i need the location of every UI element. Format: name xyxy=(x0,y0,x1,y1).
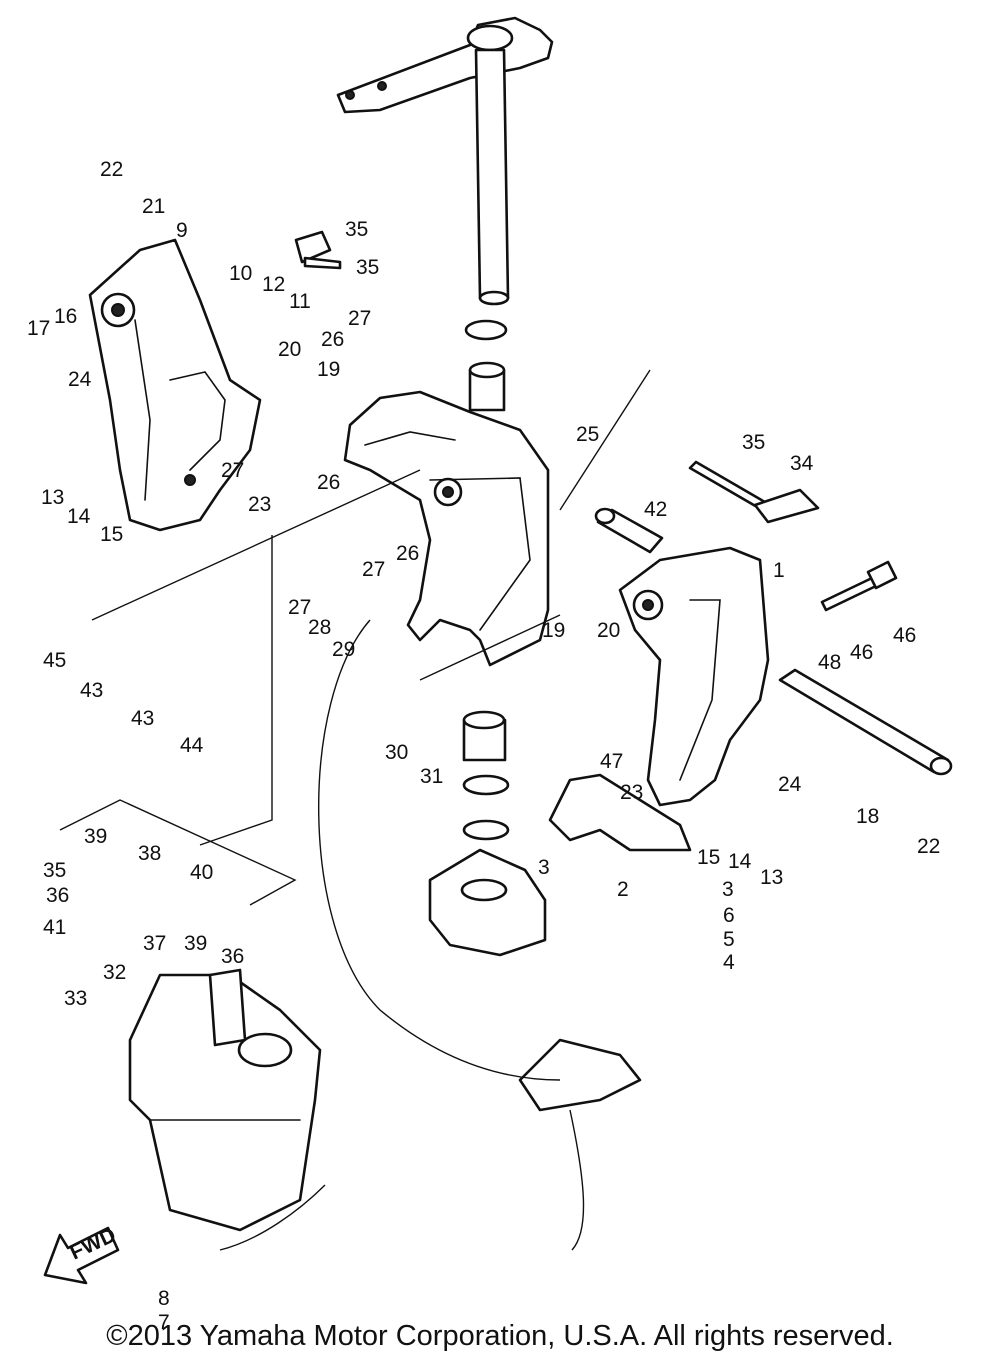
callout-label: 29 xyxy=(332,638,355,661)
callout-label: 21 xyxy=(142,195,165,218)
callout-label: 8 xyxy=(158,1287,170,1310)
power-trim-tilt-unit xyxy=(128,968,322,1232)
callout-label: 10 xyxy=(229,262,252,285)
callout-label: 13 xyxy=(760,866,783,889)
callout-label: 16 xyxy=(54,305,77,328)
callout-label: 15 xyxy=(697,846,720,869)
callout-label: 26 xyxy=(317,471,340,494)
callout-label: 48 xyxy=(818,651,841,674)
callout-label: 36 xyxy=(46,884,69,907)
callout-label: 30 xyxy=(385,741,408,764)
callout-label: 35 xyxy=(356,256,379,279)
callout-label: 1 xyxy=(773,559,785,582)
callout-label: 15 xyxy=(100,523,123,546)
callout-label: 43 xyxy=(80,679,103,702)
callout-label: 35 xyxy=(43,859,66,882)
fwd-arrow: FWD xyxy=(43,1223,119,1285)
callout-label: 2 xyxy=(617,878,629,901)
callout-label: 42 xyxy=(644,498,667,521)
callout-label: 43 xyxy=(131,707,154,730)
callout-label: 31 xyxy=(420,765,443,788)
callout-label: 20 xyxy=(597,619,620,642)
callout-label: 27 xyxy=(348,307,371,330)
upper-bushings xyxy=(464,319,508,412)
lower-plate xyxy=(518,1038,642,1112)
wiring xyxy=(219,619,585,1251)
callout-label: 27 xyxy=(288,596,311,619)
callout-label: 19 xyxy=(542,619,565,642)
callout-label: 3 xyxy=(722,878,734,901)
tilt-tube xyxy=(778,668,953,776)
callout-label: 27 xyxy=(221,459,244,482)
right-clamp-bracket xyxy=(618,546,770,807)
callout-label: 4 xyxy=(723,951,735,974)
callout-label: 3 xyxy=(538,856,550,879)
callout-label: 18 xyxy=(856,805,879,828)
callout-label: 35 xyxy=(742,431,765,454)
callout-label: 23 xyxy=(248,493,271,516)
callout-label: 5 xyxy=(723,928,735,951)
callout-label: 6 xyxy=(723,904,735,927)
callout-label: 13 xyxy=(41,486,64,509)
callout-label: 24 xyxy=(68,368,92,391)
pin-41 xyxy=(594,507,664,554)
tilt-pin-33 xyxy=(688,460,820,524)
callout-label: 38 xyxy=(138,842,161,865)
lower-bushings xyxy=(462,710,510,841)
callout-label: 32 xyxy=(103,961,126,984)
callout-label: 41 xyxy=(43,916,66,939)
callout-label: 37 xyxy=(143,932,166,955)
callout-label: 14 xyxy=(67,505,91,528)
callout-label: 35 xyxy=(345,218,368,241)
steering-arm xyxy=(336,16,554,114)
callout-label: 17 xyxy=(27,317,50,340)
callout-label: 7 xyxy=(158,1311,170,1334)
mount-block xyxy=(428,848,547,957)
copyright-text: ©2013 Yamaha Motor Corporation, U.S.A. A… xyxy=(106,1320,894,1352)
callout-label: 20 xyxy=(278,338,301,361)
callout-label: 26 xyxy=(396,542,419,565)
assembly-guide-lines xyxy=(59,369,651,906)
callout-label: 12 xyxy=(262,273,285,296)
callout-label: 22 xyxy=(100,158,123,181)
callout-label: 40 xyxy=(190,861,213,884)
bolt-45 xyxy=(820,560,898,612)
tilt-pin-34 xyxy=(294,230,342,270)
callout-label: 33 xyxy=(64,987,87,1010)
callout-numbers: 1 2 3 3 4 5 6 7 8 9 10 11 12 13 13 14 14… xyxy=(27,158,940,1334)
callout-label: 19 xyxy=(317,358,340,381)
callout-label: 22 xyxy=(917,835,940,858)
callout-label: 39 xyxy=(84,825,107,848)
callout-label: 25 xyxy=(576,423,599,446)
steering-shaft xyxy=(474,48,510,306)
callout-label: 39 xyxy=(184,932,207,955)
callout-label: 26 xyxy=(321,328,344,351)
callout-label: 46 xyxy=(893,624,916,647)
callout-label: 45 xyxy=(43,649,66,672)
callout-label: 36 xyxy=(221,945,244,968)
callout-label: 14 xyxy=(728,850,752,873)
callout-label: 11 xyxy=(289,290,311,313)
swivel-bracket xyxy=(343,390,550,667)
callout-label: 9 xyxy=(176,219,188,242)
callout-label: 24 xyxy=(778,773,802,796)
callout-label: 47 xyxy=(600,750,623,773)
callout-label: 23 xyxy=(620,781,643,804)
left-clamp-bracket xyxy=(88,238,262,532)
callout-label: 27 xyxy=(362,558,385,581)
callout-label: 44 xyxy=(180,734,204,757)
bracket-2 xyxy=(548,773,692,852)
callout-label: 46 xyxy=(850,641,873,664)
callout-label: 34 xyxy=(790,452,814,475)
callout-label: 28 xyxy=(308,616,331,639)
